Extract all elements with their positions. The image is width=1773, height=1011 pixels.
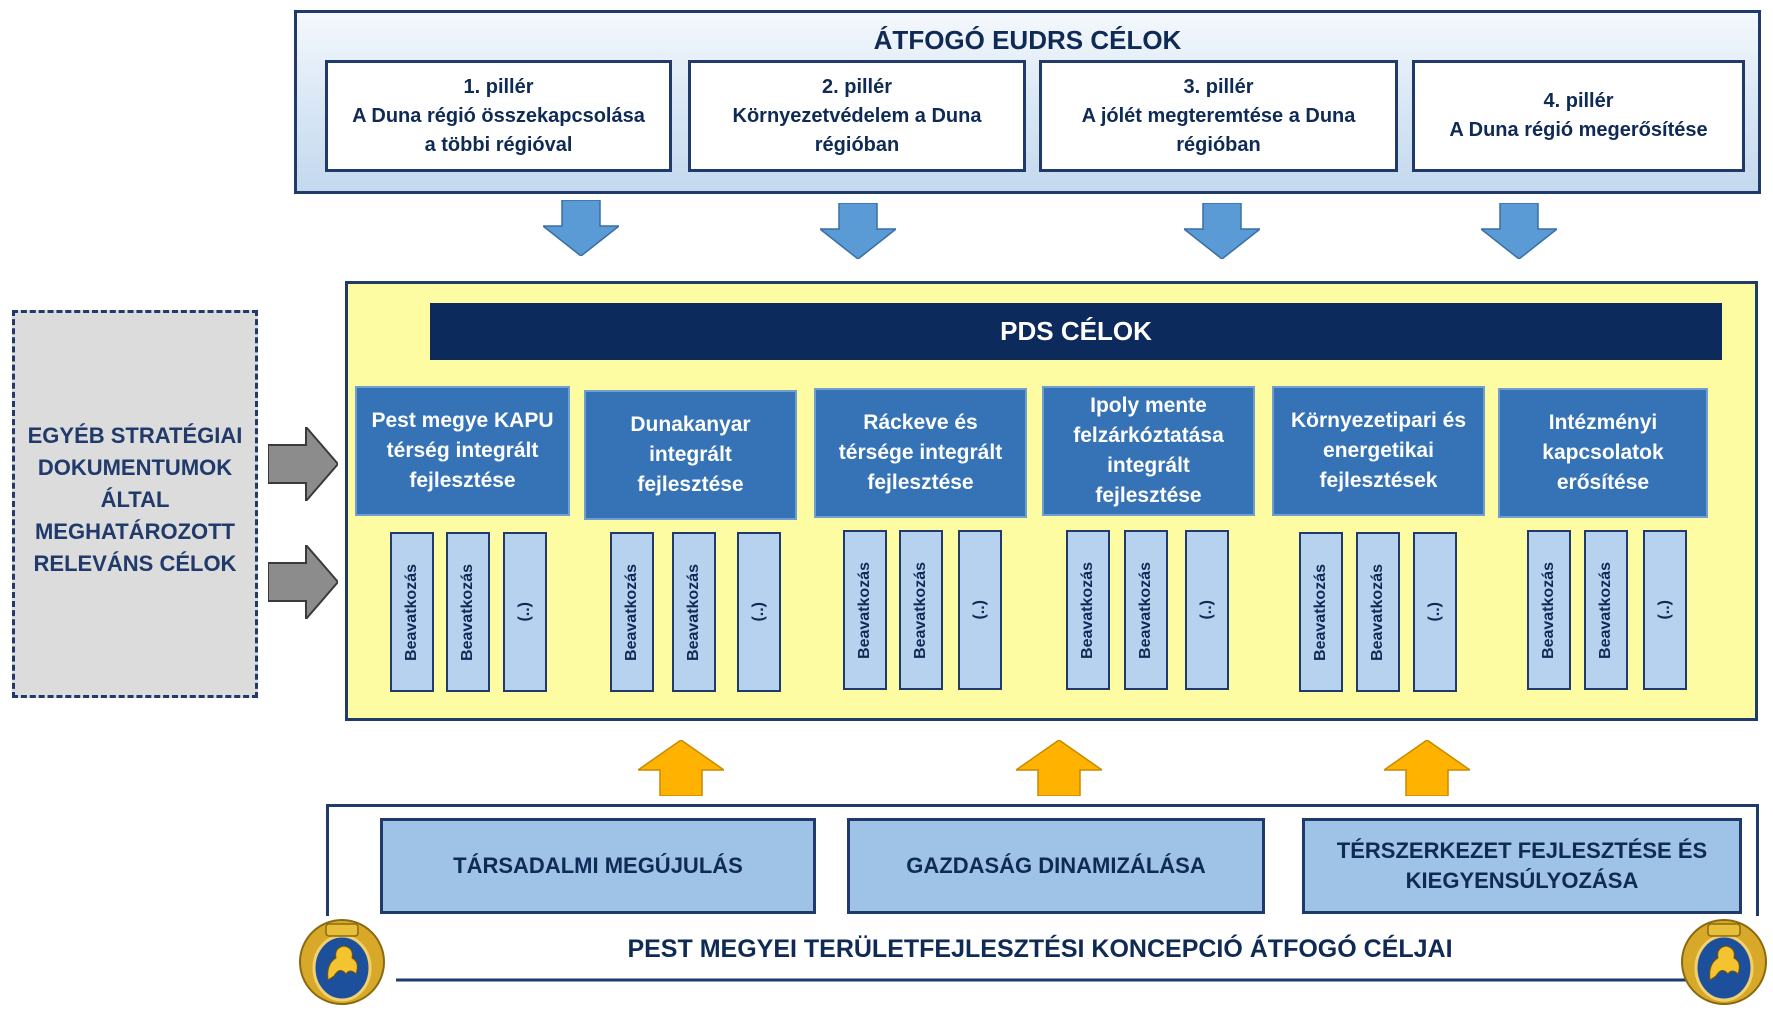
intervention-bar-label: Beavatkozás — [459, 563, 476, 661]
pds-goal-6: Intézményi kapcsolatok erősítése — [1498, 388, 1708, 518]
bottom-goal-1: TÁRSADALMI MEGÚJULÁS — [380, 818, 816, 914]
intervention-bar-label: Beavatkozás — [403, 563, 420, 661]
pillar-3-text-line1: A jólét megteremtése a Duna — [1081, 104, 1356, 127]
pds-goal-3: Ráckeve és térsége integrált fejlesztése — [814, 388, 1027, 518]
intervention-bar-label: Beavatkozás — [1597, 561, 1614, 659]
intervention-bar: Beavatkozás — [843, 530, 887, 690]
intervention-bar: Beavatkozás — [390, 532, 434, 692]
down-arrow-icon — [820, 203, 896, 259]
down-arrow-icon — [1184, 203, 1260, 259]
intervention-bar: Beavatkozás — [1584, 530, 1628, 690]
pillar-2-text-line2: régióban — [814, 133, 900, 156]
intervention-bar: Beavatkozás — [1066, 530, 1110, 690]
up-arrow-icon — [1384, 740, 1470, 796]
intervention-bar-label: (..) — [971, 600, 988, 620]
intervention-bar: (..) — [1643, 530, 1687, 690]
intervention-bar: (..) — [1413, 532, 1457, 692]
pillar-4-text-line1: A Duna régió megerősítése — [1449, 119, 1708, 141]
intervention-bar: Beavatkozás — [610, 532, 654, 692]
up-arrow-icon — [1016, 740, 1102, 796]
intervention-bar: (..) — [503, 532, 547, 692]
intervention-bar-label: Beavatkozás — [1369, 563, 1386, 661]
intervention-bar-label: Beavatkozás — [1137, 561, 1154, 659]
down-arrow-icon — [543, 200, 619, 256]
bottom-title: PEST MEGYEI TERÜLETFEJLESZTÉSI KONCEPCIÓ… — [627, 935, 1453, 963]
right-arrow-icon — [268, 545, 338, 619]
pds-goal-1: Pest megye KAPU térség integrált fejlesz… — [355, 386, 570, 516]
pillar-4-number: 4. pillér — [1543, 90, 1614, 112]
crest-icon — [296, 918, 388, 1011]
other-documents-box — [12, 310, 258, 698]
intervention-bar: Beavatkozás — [446, 532, 490, 692]
pillar-2-number: 2. pillér — [821, 75, 893, 98]
bottom-frame — [326, 804, 1759, 982]
intervention-bar-label: Beavatkozás — [623, 563, 640, 661]
intervention-bar: Beavatkozás — [1356, 532, 1400, 692]
pillar-1-text-line1: A Duna régió összekapcsolása — [352, 104, 645, 127]
intervention-bar-label: Beavatkozás — [912, 561, 929, 659]
down-arrow-icon — [1481, 203, 1557, 259]
intervention-bar-label: Beavatkozás — [856, 561, 873, 659]
pds-goal-4: Ipoly mente felzárkóztatása integrált fe… — [1042, 386, 1255, 516]
intervention-bar: Beavatkozás — [672, 532, 716, 692]
pillar-2-text-line1: Környezetvédelem a Duna — [732, 104, 982, 127]
pillar-1-text-line2: a többi régióval — [424, 133, 573, 156]
intervention-bar: (..) — [958, 530, 1002, 690]
pillar-2: 2. pillér Környezetvédelem a Duna régiób… — [688, 60, 1026, 172]
intervention-bar-label: Beavatkozás — [685, 563, 702, 661]
intervention-bar: Beavatkozás — [899, 530, 943, 690]
pds-goal-2: Dunakanyar integrált fejlesztése — [584, 390, 797, 520]
intervention-bar-label: (..) — [1656, 600, 1673, 620]
crest-icon — [1678, 918, 1770, 1011]
bottom-goal-2: GAZDASÁG DINAMIZÁLÁSA — [847, 818, 1265, 914]
intervention-bar: (..) — [737, 532, 781, 692]
pds-goal-5: Környezetipari és energetikai fejlesztés… — [1272, 386, 1485, 516]
intervention-bar-label: (..) — [516, 602, 533, 622]
pillar-4: 4. pillér A Duna régió megerősítése — [1412, 60, 1745, 172]
pillar-1: 1. pillér A Duna régió összekapcsolása a… — [325, 60, 672, 172]
intervention-bar: Beavatkozás — [1299, 532, 1343, 692]
bottom-goal-3: TÉRSZERKEZET FEJLESZTÉSE ÉS KIEGYENSÚLYO… — [1302, 818, 1742, 914]
intervention-bar: Beavatkozás — [1527, 530, 1571, 690]
pillar-1-number: 1. pillér — [463, 75, 534, 98]
intervention-bar-label: Beavatkozás — [1079, 561, 1096, 659]
intervention-bar-label: Beavatkozás — [1540, 561, 1557, 659]
right-arrow-icon — [268, 427, 338, 501]
intervention-bar: (..) — [1185, 530, 1229, 690]
pillar-3-number: 3. pillér — [1183, 75, 1254, 98]
intervention-bar-label: (..) — [750, 602, 767, 622]
eudrs-title: ÁTFOGÓ EUDRS CÉLOK — [873, 25, 1182, 55]
other-documents-label: EGYÉB STRATÉGIAI DOKUMENTUMOK ÁLTAL MEGH… — [27, 423, 243, 576]
intervention-bar-label: (..) — [1426, 602, 1443, 622]
intervention-bar-label: (..) — [1198, 600, 1215, 620]
pds-title: PDS CÉLOK — [430, 303, 1722, 360]
up-arrow-icon — [638, 740, 724, 796]
pillar-3-text-line2: régióban — [1176, 133, 1261, 156]
intervention-bar: Beavatkozás — [1124, 530, 1168, 690]
pillar-3: 3. pillér A jólét megteremtése a Duna ré… — [1039, 60, 1398, 172]
intervention-bar-label: Beavatkozás — [1312, 563, 1329, 661]
